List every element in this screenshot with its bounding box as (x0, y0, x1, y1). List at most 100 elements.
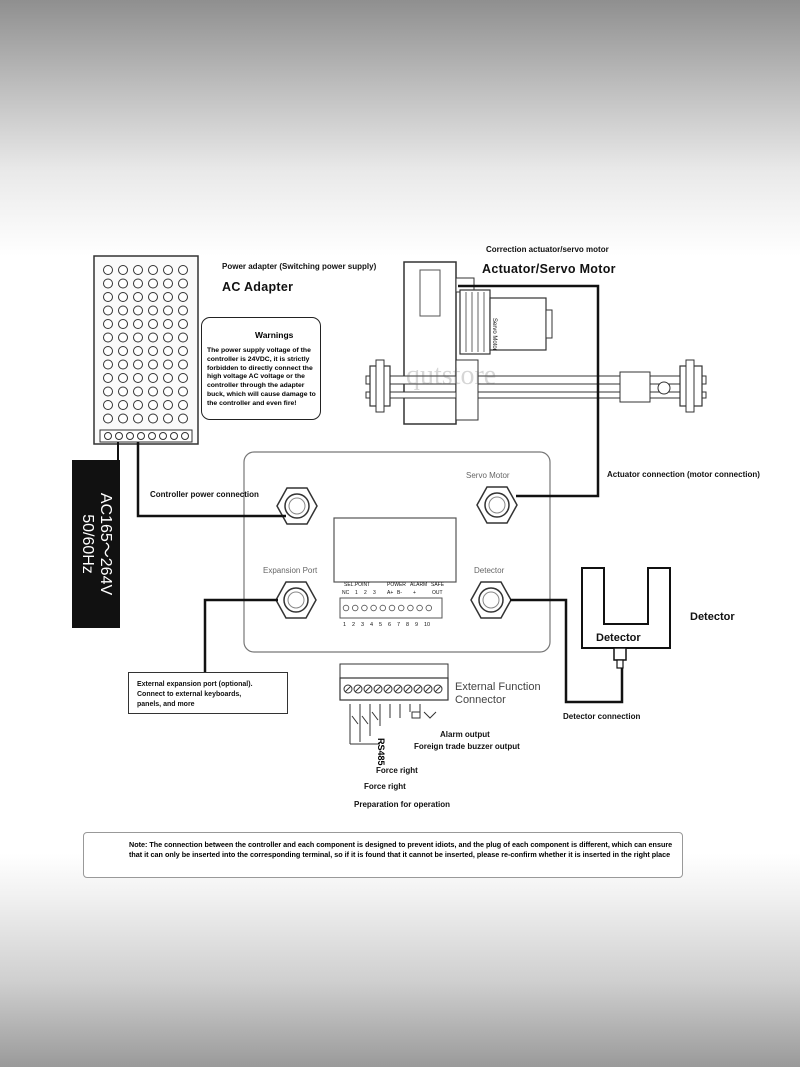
adapter-vent-holes (103, 265, 188, 424)
warning-title: Warnings (255, 330, 294, 340)
force-right-label-2: Force right (364, 782, 406, 791)
terminal-pin (425, 604, 432, 612)
force-right-label-1: Force right (376, 766, 418, 775)
vent-hole (148, 278, 158, 289)
vent-hole (103, 319, 113, 329)
detector-port-label: Detector (474, 566, 505, 575)
vent-hole (133, 400, 143, 410)
vent-hole (103, 265, 113, 275)
power-adapter-title: AC Adapter (222, 280, 294, 294)
terminal-pin (398, 604, 405, 612)
terminal-number: 7 (397, 622, 401, 628)
external-function-connector (339, 663, 449, 745)
vent-hole (178, 413, 188, 424)
connector-screw-slot (384, 685, 392, 693)
detector-wire (510, 598, 624, 704)
terminal-pin (407, 604, 414, 612)
adapter-terminal-strip (104, 432, 189, 440)
vent-hole (133, 319, 143, 329)
vent-hole (118, 346, 128, 356)
controller-terminal-block (339, 597, 443, 619)
vent-hole (163, 305, 173, 316)
connector-screw-slot (364, 685, 372, 693)
terminal-number: 4 (370, 622, 374, 628)
vent-hole (118, 319, 128, 329)
connector-screw-slot (404, 685, 412, 693)
vent-hole (178, 359, 188, 370)
external-connector-title-2: Connector (455, 694, 506, 706)
terminal-sub-label: NC (342, 590, 350, 596)
vent-hole (178, 332, 188, 343)
terminal-number: 6 (388, 622, 392, 628)
external-connector-title-1: External Function (455, 681, 541, 693)
voltage-line-1: AC165～264V (97, 492, 114, 596)
adapter-terminal-screw (170, 432, 178, 440)
warning-text: The power supply voltage of the controll… (207, 347, 316, 407)
actuator-title: Actuator/Servo Motor (482, 262, 616, 276)
vent-hole (118, 373, 128, 383)
note-text: Note: The connection between the control… (129, 840, 673, 859)
vent-hole (118, 386, 128, 397)
actuator-connection-label: Actuator connection (motor connection) (607, 470, 760, 479)
vent-hole (163, 413, 173, 424)
servo-motor-port (476, 486, 518, 524)
vent-hole (118, 305, 128, 316)
detector-port (470, 581, 512, 619)
terminal-number: 8 (406, 622, 410, 628)
vent-hole (163, 278, 173, 289)
vent-hole (178, 265, 188, 275)
vent-hole (118, 400, 128, 410)
connector-screw-slot (354, 685, 362, 693)
vent-hole (148, 386, 158, 397)
vent-hole (148, 319, 158, 329)
detector-sensor (581, 567, 671, 669)
alarm-output-label: Alarm output (440, 730, 490, 739)
vent-hole (103, 332, 113, 343)
terminal-group-alarm: ALARM (410, 582, 428, 588)
adapter-terminal-screw (115, 432, 123, 440)
terminal-group-power: POWER (387, 582, 406, 588)
vent-hole (148, 265, 158, 275)
connector-switch-lines (349, 704, 437, 745)
terminal-pin (379, 604, 386, 612)
vent-hole (178, 373, 188, 383)
vent-hole (118, 278, 128, 289)
vent-hole (103, 305, 113, 316)
terminal-sub-label: A+ (387, 590, 394, 596)
terminal-number: 10 (424, 622, 431, 628)
vent-hole (178, 292, 188, 302)
detector-side-label: Detector (690, 611, 735, 623)
connector-screw-slot (424, 685, 432, 693)
warning-box: Warnings The power supply voltage of the… (201, 317, 321, 420)
vent-hole (133, 359, 143, 370)
terminal-pin (416, 604, 423, 612)
terminal-pin (388, 604, 396, 612)
vent-hole (133, 265, 143, 275)
terminal-sub-label: 1 (355, 590, 358, 596)
vent-hole (148, 305, 158, 316)
vent-hole (103, 386, 113, 397)
connector-screw-slot (414, 685, 422, 693)
power-adapter (93, 255, 199, 445)
actuator-wire (458, 284, 600, 498)
vent-hole (103, 292, 113, 302)
watermark: qutstore (406, 360, 497, 391)
vent-hole (163, 386, 173, 397)
vent-hole (133, 278, 143, 289)
connector-screw-slot (374, 685, 382, 693)
vent-hole (178, 400, 188, 410)
vent-hole (103, 346, 113, 356)
voltage-line-2: 50/60Hz (79, 514, 96, 574)
power-adapter-subtitle: Power adapter (Switching power supply) (222, 262, 377, 271)
detector-box-label: Detector (596, 632, 641, 644)
adapter-terminal-screw (126, 432, 134, 440)
terminal-group-selpoint: SEL.POINT (344, 582, 371, 588)
connector-screw-slot (434, 685, 442, 693)
vent-hole (163, 319, 173, 329)
expansion-wire (203, 598, 278, 674)
vent-hole (133, 346, 143, 356)
vent-hole (103, 413, 113, 424)
wires (117, 284, 624, 704)
vent-hole (163, 400, 173, 410)
vent-hole (163, 265, 173, 275)
